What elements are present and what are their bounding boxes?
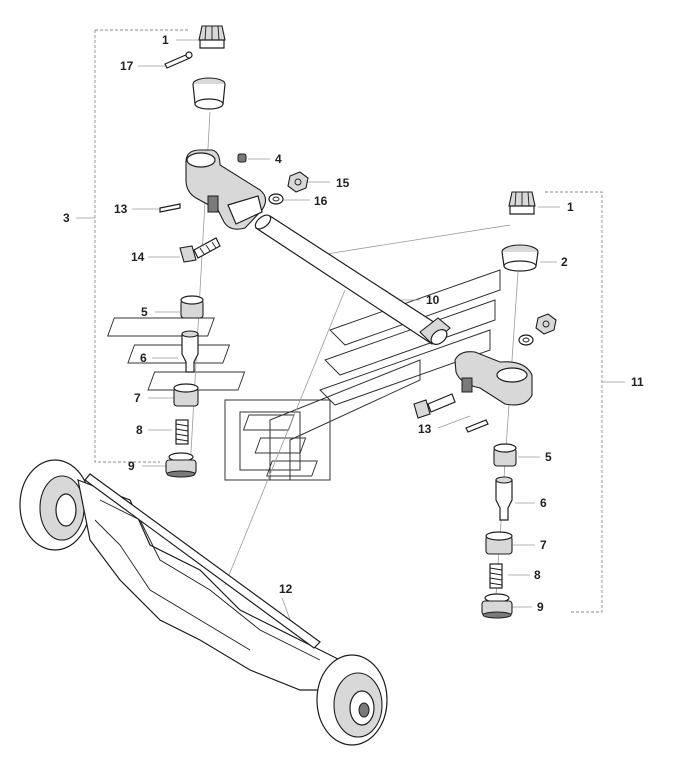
washer-right: [518, 334, 534, 346]
callout-labels: 1 17 3 4 15 16 13 14 10 5 6 7 8 9 1 2 11…: [63, 33, 644, 614]
label-6-left: 6: [140, 351, 147, 365]
label-9-right: 9: [537, 600, 544, 614]
label-6-right: 6: [540, 496, 547, 510]
label-10: 10: [426, 293, 440, 307]
bushing-5-right: [493, 443, 517, 467]
castle-nut-top-left: [198, 25, 226, 49]
seat-7-right: [485, 531, 513, 555]
label-14: 14: [131, 250, 145, 264]
ball-pin-6-left: [181, 330, 199, 373]
nut-right: [535, 313, 557, 335]
label-4: 4: [275, 152, 282, 166]
label-1-top-left: 1: [162, 33, 169, 47]
label-8-left: 8: [136, 423, 143, 437]
watermark-logo: [107, 269, 501, 481]
label-3: 3: [63, 211, 70, 225]
spring-8-right: [489, 563, 503, 589]
label-13-right: 13: [418, 422, 432, 436]
seat-7-left: [173, 383, 199, 407]
label-1-right: 1: [567, 200, 574, 214]
dust-boot-2: [501, 244, 539, 272]
plug-9-right: [481, 593, 513, 619]
bushing-5-left: [180, 295, 204, 319]
grease-nipple-4: [237, 153, 247, 163]
label-17: 17: [120, 59, 134, 73]
tie-rod-end-housing-right: [454, 351, 533, 406]
label-11: 11: [631, 375, 644, 389]
label-15: 15: [336, 176, 350, 190]
front-axle-12: [19, 459, 388, 746]
label-5-left: 5: [141, 305, 148, 319]
ball-pin-6-right: [495, 476, 513, 521]
bracket-assembly-3: [76, 29, 190, 463]
label-2: 2: [561, 255, 568, 269]
tie-rod-end-housing-left: [185, 149, 267, 230]
label-8-right: 8: [534, 568, 541, 582]
label-13-left: 13: [114, 202, 128, 216]
label-5-right: 5: [545, 450, 552, 464]
spring-8-left: [175, 419, 189, 445]
dust-boot-left: [192, 77, 226, 110]
label-9-left: 9: [128, 459, 135, 473]
bolt-14: [179, 237, 221, 263]
plug-9-left: [165, 452, 197, 478]
bracket-assembly-11: [545, 191, 625, 613]
castle-nut-top-right: [508, 191, 536, 215]
label-7-right: 7: [540, 538, 547, 552]
washer-16: [268, 193, 284, 205]
bolt-right: [413, 393, 456, 419]
cotter-pin-17: [164, 51, 193, 69]
label-12: 12: [279, 582, 293, 596]
pin-13-left: [159, 203, 181, 213]
nut-15: [287, 171, 309, 193]
pin-13-right: [465, 419, 489, 433]
label-16: 16: [314, 194, 328, 208]
label-7-left: 7: [134, 391, 141, 405]
tie-rod-tube-10: [254, 214, 451, 345]
